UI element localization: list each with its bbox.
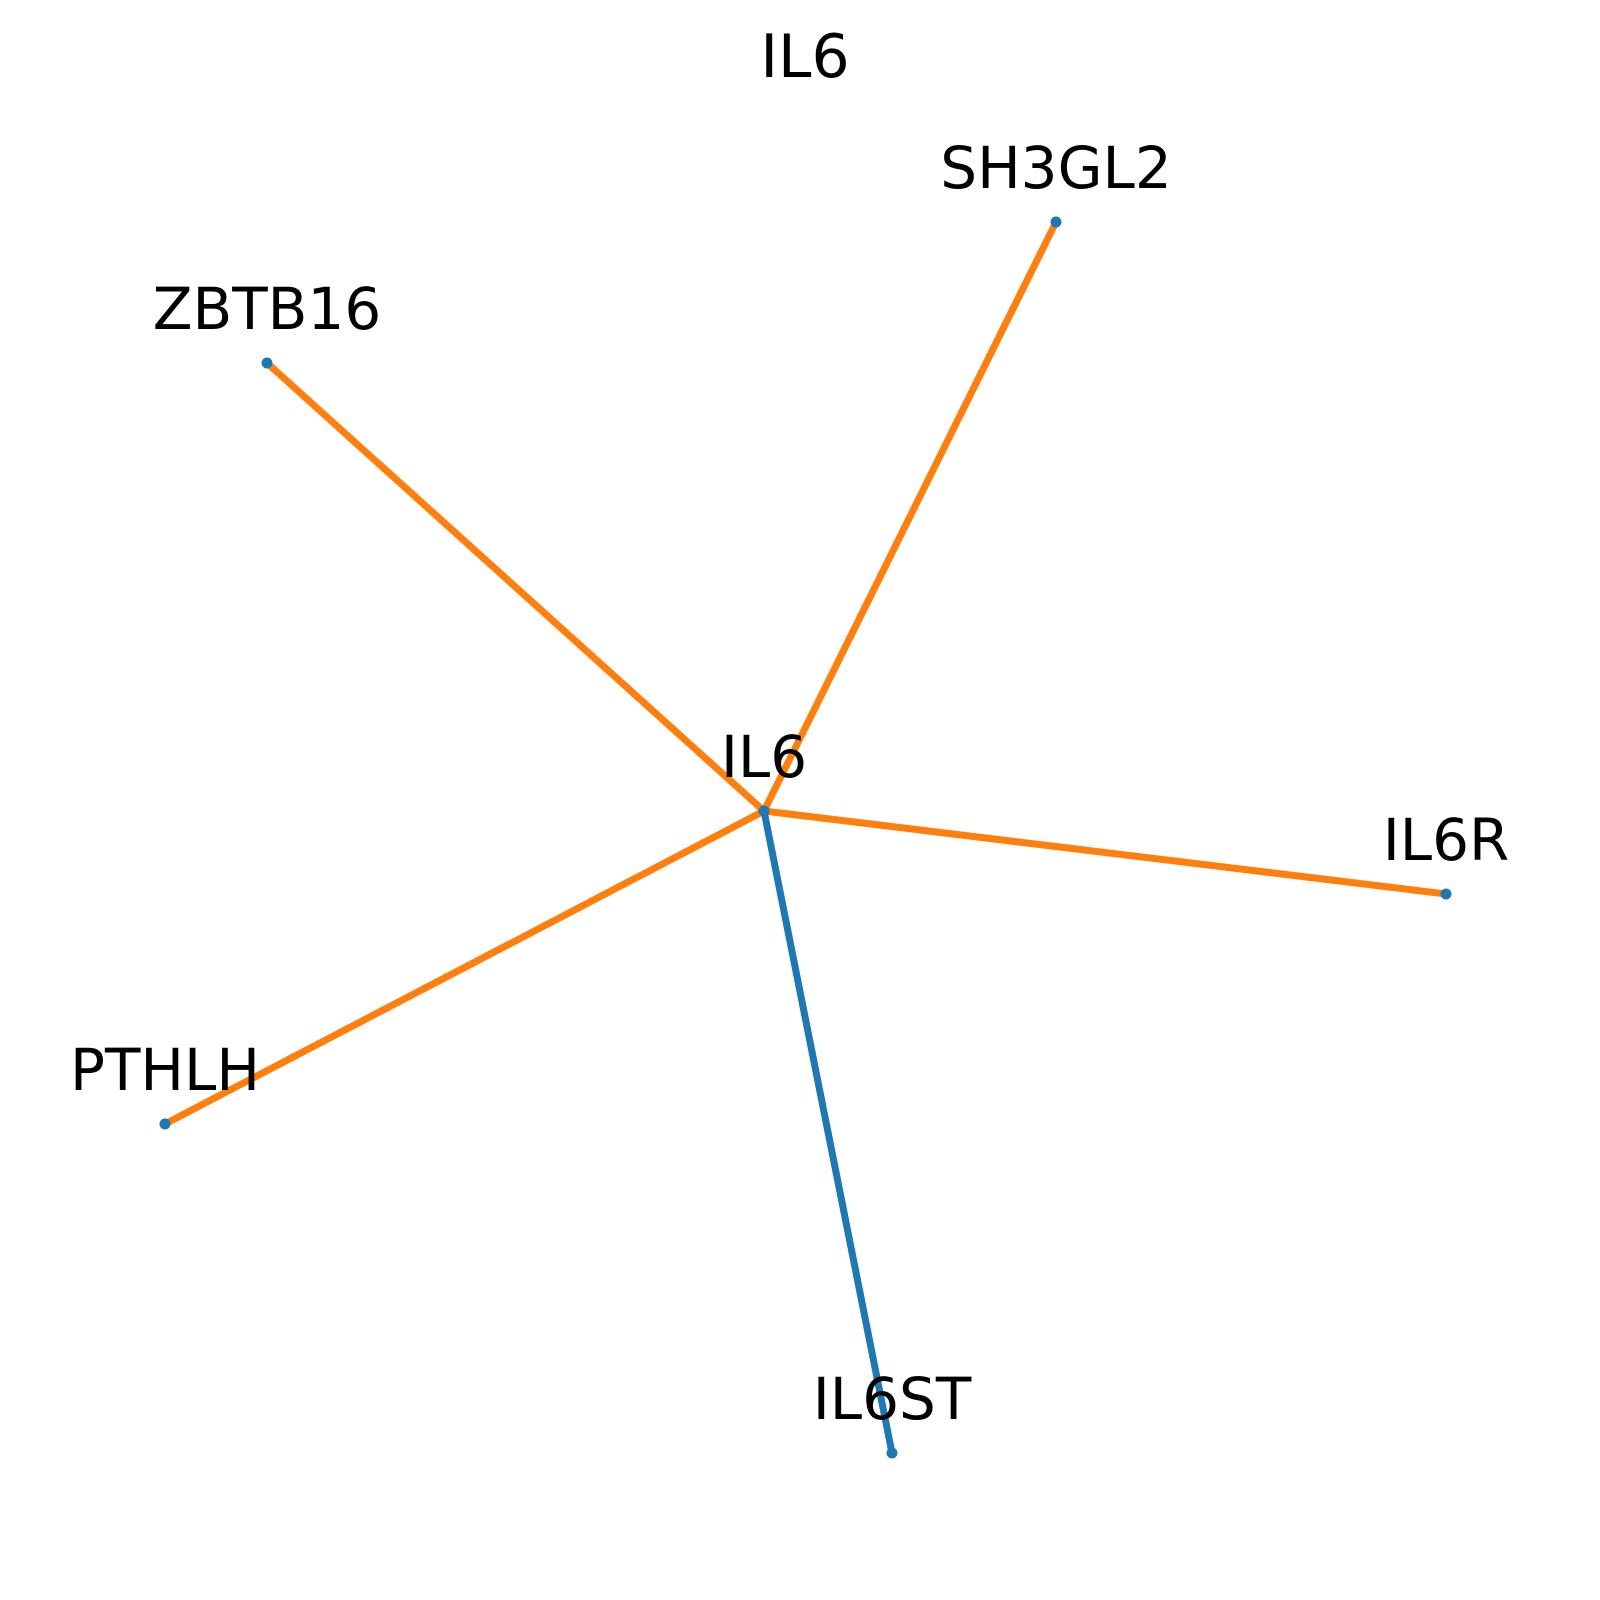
edge-il6-il6r — [763, 807, 1447, 898]
edge-il6-il6st — [760, 810, 896, 1454]
node-pthlh[interactable] — [159, 1118, 171, 1130]
node-label-il6r: IL6R — [1383, 806, 1510, 874]
edge-il6-zbtb16 — [264, 360, 767, 814]
node-il6[interactable] — [758, 805, 770, 817]
edge-layer — [163, 220, 1447, 1454]
node-label-zbtb16: ZBTB16 — [153, 275, 382, 343]
node-label-il6: IL6 — [721, 723, 807, 791]
node-il6r[interactable] — [1440, 888, 1452, 900]
edge-il6-sh3gl2 — [760, 220, 1060, 813]
graph-title: IL6 — [760, 22, 849, 92]
node-label-pthlh: PTHLH — [70, 1036, 260, 1104]
node-sh3gl2[interactable] — [1050, 216, 1062, 228]
node-layer — [159, 216, 1452, 1459]
edge-il6-pthlh — [163, 807, 766, 1128]
node-label-sh3gl2: SH3GL2 — [940, 134, 1172, 202]
node-il6st[interactable] — [886, 1447, 898, 1459]
node-label-il6st: IL6ST — [813, 1365, 972, 1433]
node-zbtb16[interactable] — [261, 357, 273, 369]
